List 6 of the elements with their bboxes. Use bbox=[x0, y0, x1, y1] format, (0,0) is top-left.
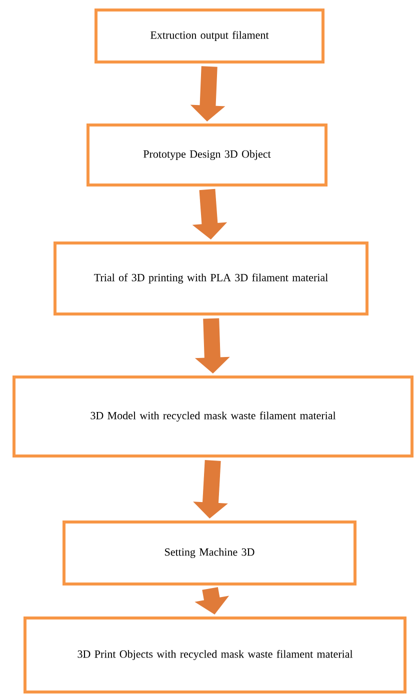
process-box: Trial of 3D printing with PLA 3D filament material bbox=[54, 242, 368, 316]
process-box: Setting Machine 3D bbox=[62, 520, 356, 586]
process-box: 3D Print Objects with recycled mask waste filament material bbox=[24, 616, 406, 694]
process-box: Extruction output filament bbox=[94, 8, 324, 64]
process-box: Prototype Design 3D Object bbox=[86, 124, 328, 186]
process-box: 3D Model with recycled mask waste filament material bbox=[12, 376, 414, 458]
